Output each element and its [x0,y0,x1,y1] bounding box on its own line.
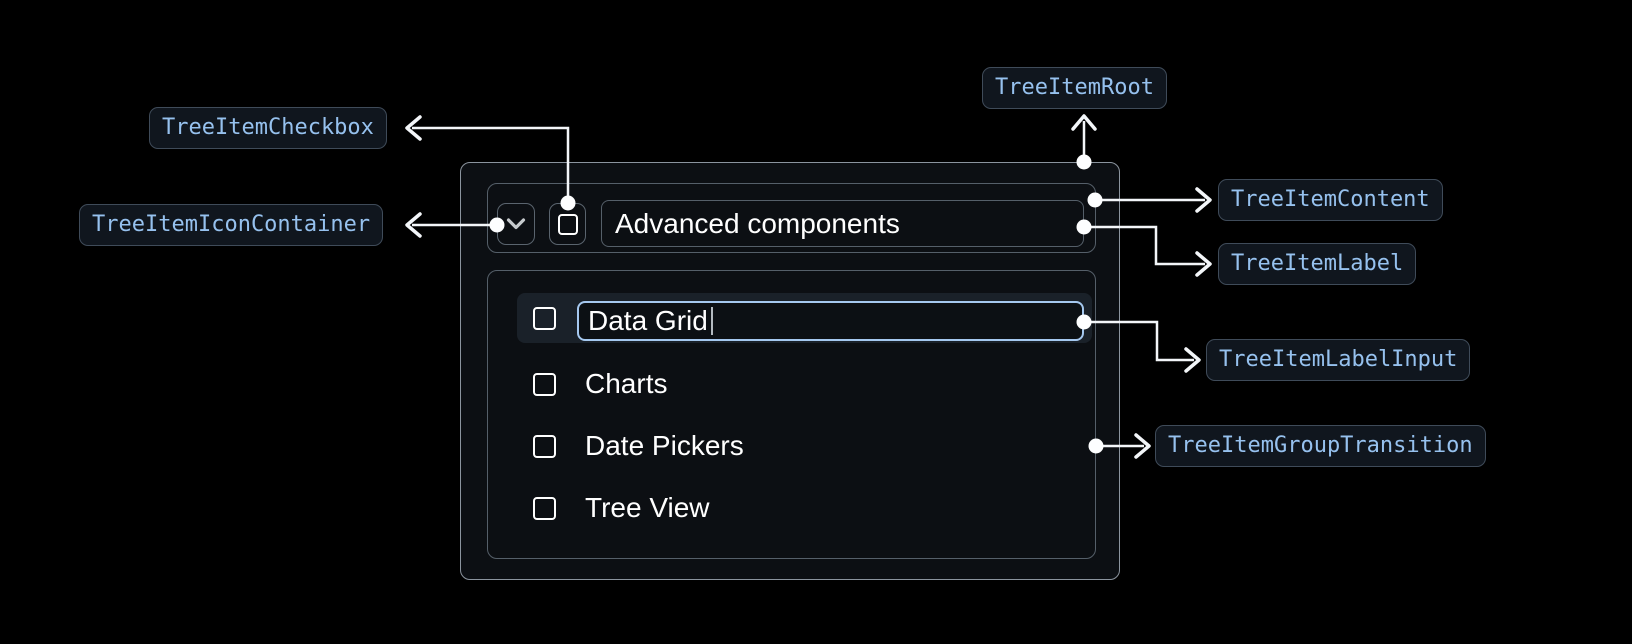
tree-row-tree-view[interactable]: Tree View [517,483,1092,533]
tree-item-checkbox[interactable] [549,203,586,245]
row-checkbox[interactable] [533,372,556,396]
row-label: Charts [585,368,668,399]
tree-row-date-pickers[interactable]: Date Pickers [517,421,1092,471]
annotation-treeitemlabelinput: TreeItemLabelInput [1206,339,1471,381]
annotation-treeitemroot: TreeItemRoot [982,67,1167,109]
tree-item-content-box [487,183,1096,253]
row-checkbox[interactable] [533,496,556,520]
tree-row-data-grid[interactable]: Data Grid [517,293,1092,343]
annotation-treeitemiconcontainer: TreeItemIconContainer [79,204,384,246]
tree-item-root-box [460,162,1120,580]
tree-item-group-transition-box [487,270,1096,559]
tree-item-label-input[interactable]: Data Grid [577,301,1084,341]
unchecked-square-icon [557,213,578,235]
row-checkbox[interactable] [533,434,556,458]
row-checkbox[interactable] [533,306,556,330]
row-label: Date Pickers [585,430,744,461]
label-input-text: Data Grid [588,305,708,336]
annotation-treeitemgrouptransition: TreeItemGroupTransition [1155,425,1486,467]
annotation-treeitemcontent: TreeItemContent [1218,179,1443,221]
row-label: Tree View [585,492,710,523]
tree-item-label[interactable]: Advanced components [601,200,1084,247]
annotation-treeitemcheckbox: TreeItemCheckbox [149,107,387,149]
tree-row-charts[interactable]: Charts [517,359,1092,409]
annotation-treeitemlabel: TreeItemLabel [1218,243,1417,285]
tree-item-label-text: Advanced components [615,207,900,239]
chevron-down-icon [506,218,526,230]
tree-item-icon-container[interactable] [497,203,535,245]
text-caret [710,307,714,335]
